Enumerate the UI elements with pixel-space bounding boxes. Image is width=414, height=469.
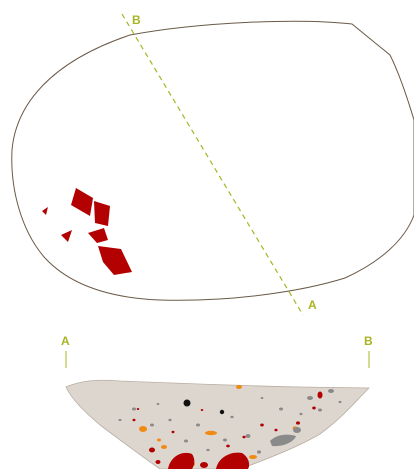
gray-inclusion: [338, 400, 342, 404]
gray-inclusion: [299, 412, 303, 416]
gray-inclusion: [318, 408, 322, 412]
feature-outline: [11, 20, 414, 301]
profile-label-a: A: [61, 334, 70, 348]
gray-inclusion: [279, 407, 283, 411]
red-inclusion: [168, 452, 195, 469]
red-inclusion: [200, 409, 204, 411]
red-inclusion: [136, 408, 140, 410]
red-inclusion: [260, 423, 264, 427]
red-inclusion: [216, 452, 250, 469]
red-fragment: [94, 201, 110, 226]
gray-inclusion: [184, 439, 188, 443]
red-inclusion: [171, 430, 175, 434]
orange-inclusion: [249, 455, 257, 459]
orange-inclusion: [157, 438, 161, 442]
gray-inclusion: [293, 427, 301, 433]
gray-inclusions: [118, 389, 342, 454]
section-label-b: B: [132, 13, 141, 27]
gray-inclusion: [328, 389, 334, 393]
red-inclusion: [155, 460, 161, 464]
gray-inclusion: [230, 415, 234, 419]
orange-inclusion: [236, 385, 242, 389]
section-label-a: A: [308, 298, 317, 312]
gray-inclusion: [206, 448, 210, 452]
red-fragment: [88, 228, 108, 243]
gray-inclusion: [307, 396, 313, 400]
orange-inclusion: [139, 426, 147, 432]
gray-inclusion: [150, 423, 154, 427]
gray-inclusion: [156, 403, 160, 405]
red-fragment: [71, 188, 93, 216]
black-inclusion: [183, 399, 191, 407]
red-inclusion: [132, 418, 136, 422]
red-fragment: [98, 246, 132, 275]
gray-inclusion: [118, 418, 122, 422]
gray-inclusion: [257, 450, 261, 454]
red-inclusion: [317, 391, 323, 399]
red-fragment: [61, 230, 72, 242]
gray-inclusion: [168, 418, 172, 422]
section-line: [121, 13, 304, 316]
red-inclusion: [274, 428, 278, 432]
gray-inclusion: [245, 434, 251, 438]
gray-inclusion: [196, 423, 200, 427]
black-inclusion: [219, 409, 225, 415]
red-fragment: [42, 207, 48, 215]
orange-inclusion: [205, 430, 217, 436]
red-fragments: [42, 188, 132, 275]
gray-inclusion: [270, 434, 296, 447]
section-view: A B: [61, 334, 373, 469]
red-inclusion: [226, 444, 230, 448]
plan-view: B A: [11, 13, 414, 316]
red-inclusion: [296, 421, 300, 425]
orange-inclusion: [161, 445, 167, 449]
gray-inclusion: [223, 438, 227, 442]
red-inclusions: [132, 391, 323, 469]
red-inclusion: [200, 462, 208, 468]
gray-inclusion: [132, 407, 136, 411]
profile-label-b: B: [364, 334, 373, 348]
red-inclusion: [149, 447, 155, 453]
red-inclusion: [312, 406, 316, 410]
black-inclusions: [183, 399, 225, 415]
red-inclusion: [242, 435, 246, 439]
section-fill: [65, 379, 370, 469]
gray-inclusion: [260, 397, 264, 399]
